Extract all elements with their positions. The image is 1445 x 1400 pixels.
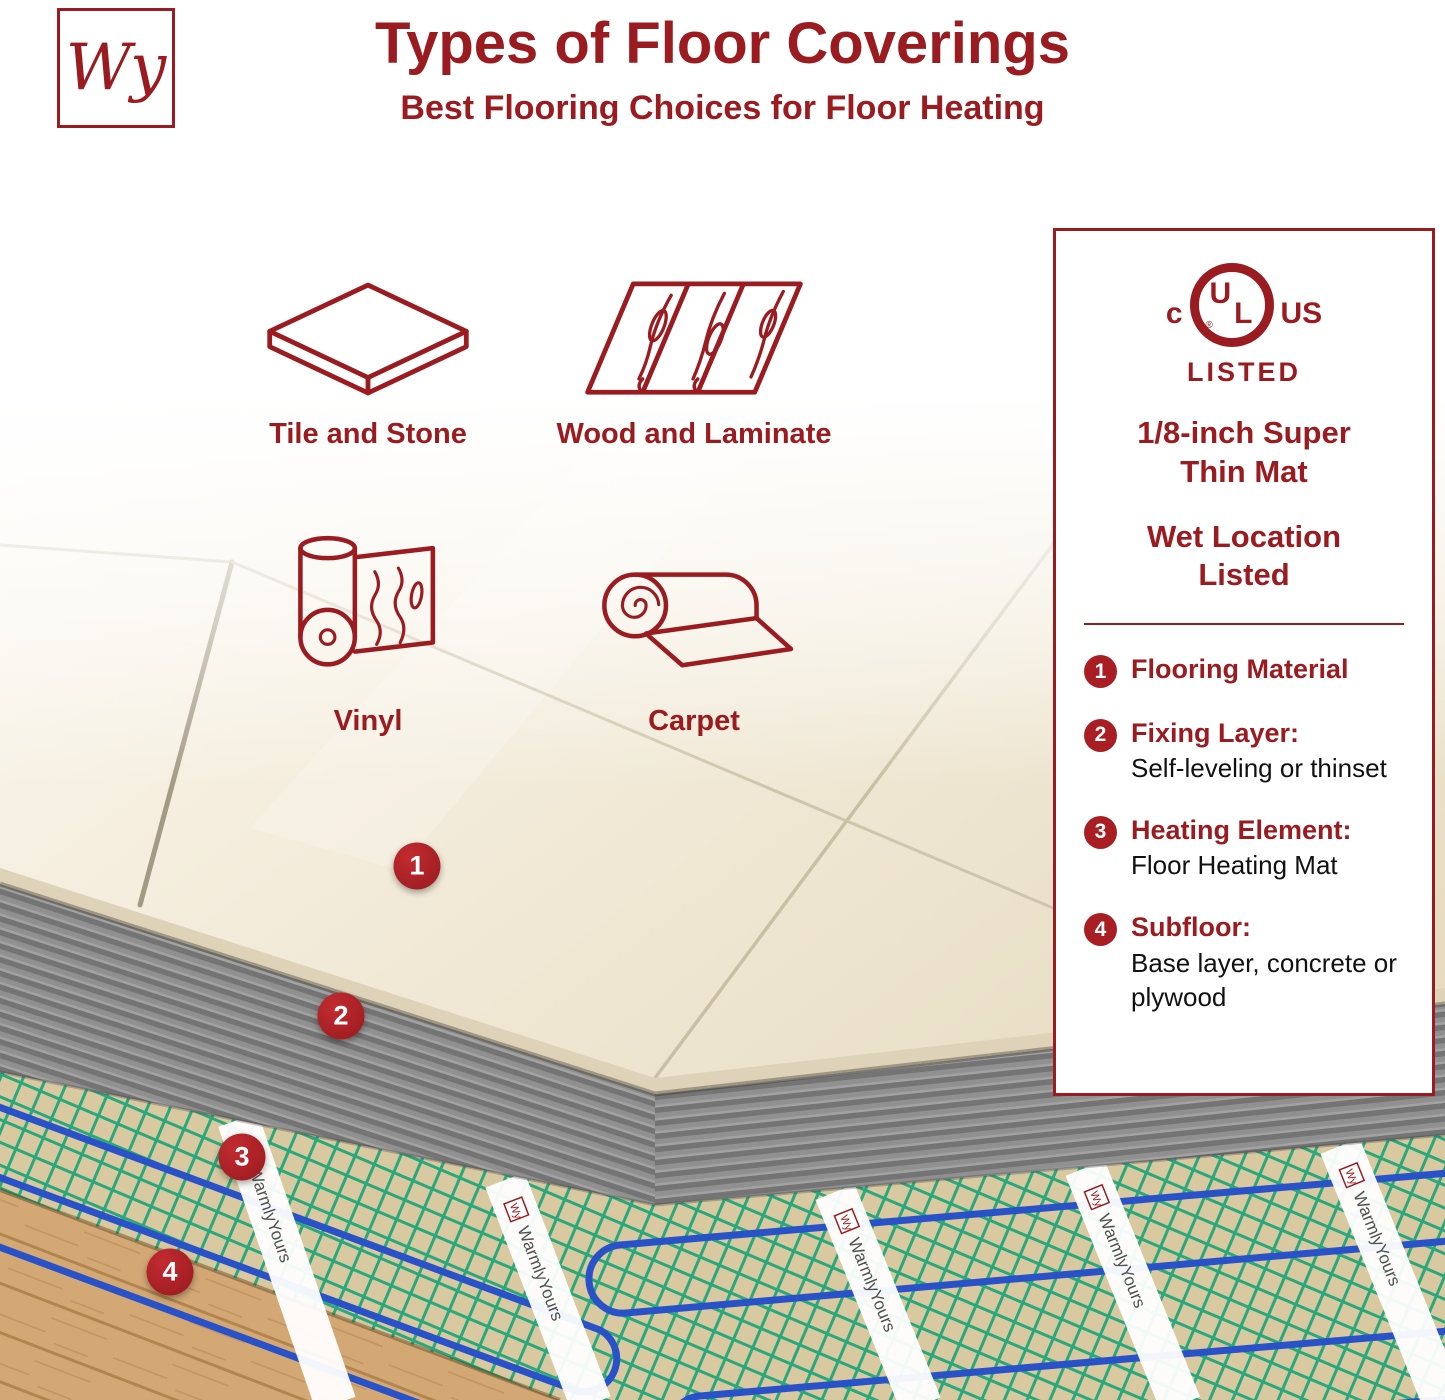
tape-logo: Wy: [1087, 1189, 1104, 1209]
flooring-type-label: Vinyl: [333, 705, 403, 737]
tape-logo-box: [503, 1196, 530, 1223]
layer-title: Flooring Material: [1131, 654, 1349, 684]
ul-prefix: c: [1165, 297, 1183, 330]
layer-number-badge: 4: [1084, 913, 1117, 947]
masthead: Types of Floor Coverings Best Flooring C…: [0, 10, 1445, 128]
vinyl-icon: [298, 535, 436, 667]
flooring-type-carpet: Carpet: [524, 491, 864, 738]
layer-marker-1: 1: [393, 842, 441, 890]
spec-layer-item-3: 3 Heating Element: Floor Heating Mat: [1084, 813, 1404, 883]
ul-suffix: US: [1280, 297, 1323, 330]
brand-logo: Wy: [57, 8, 175, 128]
layer-description: Floor Heating Mat: [1131, 850, 1338, 881]
panel-divider: [1084, 623, 1404, 625]
layer-marker-3: 3: [218, 1133, 266, 1181]
flooring-type-label: Carpet: [648, 705, 740, 737]
flooring-type-label: Tile and Stone: [269, 418, 467, 450]
layer-description: Self-leveling or thinset: [1131, 753, 1387, 784]
spec-layer-item-4: 4 Subfloor: Base layer, concrete or plyw…: [1084, 910, 1404, 1014]
layer-title: Heating Element:: [1131, 814, 1352, 845]
spec-layer-item-2: 2 Fixing Layer: Self-leveling or thinset: [1084, 716, 1404, 786]
layer-title: Fixing Layer:: [1131, 717, 1300, 748]
flooring-type-wood: Wood and Laminate: [524, 268, 864, 451]
tape-logo: Wy: [507, 1202, 524, 1222]
heating-cable: [0, 1103, 1445, 1400]
mat-tape-strip: Wy WarmlyYours: [485, 1172, 611, 1400]
brand-logo-text: Wy: [65, 31, 167, 105]
ul-circle: U L ®: [1189, 263, 1274, 347]
layer-marker-2: 2: [317, 992, 365, 1040]
panel-headline-primary: 1/8-inch Super Thin Mat: [1137, 415, 1351, 489]
ul-listed-text: LISTED: [1186, 357, 1301, 387]
layer-number-badge: 3: [1084, 815, 1117, 849]
tape-logo: Wy: [837, 1213, 854, 1233]
flooring-types-grid: Tile and Stone Wood and Laminate: [212, 268, 864, 738]
layer-number-badge: 1: [1084, 655, 1117, 688]
page-title: Types of Floor Coverings: [374, 11, 1070, 76]
flooring-type-tile: Tile and Stone: [212, 268, 524, 451]
tape-logo-box: [833, 1207, 861, 1235]
flooring-type-vinyl: Vinyl: [212, 491, 524, 738]
spec-layer-item-1: 1 Flooring Material: [1084, 652, 1404, 689]
carpet-icon: [601, 572, 793, 668]
tile-icon: [267, 282, 469, 396]
page-subtitle: Best Flooring Choices for Floor Heating: [400, 89, 1045, 127]
tape-logo-box: [1338, 1161, 1366, 1189]
tape-logo: Wy: [1342, 1167, 1359, 1187]
layer-marker-4: 4: [146, 1248, 194, 1296]
wood-icon: [585, 281, 803, 395]
panel-headline-secondary: Wet Location Listed: [1146, 518, 1342, 593]
ul-certification-logo: c U L ® US: [1084, 263, 1404, 347]
spec-panel: c U L ® US LISTED 1/8-inch Super Thin Ma…: [1053, 228, 1435, 1096]
layer-description: Base layer, concrete or plywood: [1131, 947, 1397, 1012]
layer-title: Subfloor:: [1131, 912, 1251, 943]
tape-logo-box: [1083, 1183, 1111, 1211]
flooring-type-label: Wood and Laminate: [556, 418, 832, 450]
mat-tapes: Wy WarmlyYours Wy WarmlyYours Wy WarmlyY…: [218, 1113, 1445, 1400]
layer-number-badge: 2: [1084, 718, 1117, 752]
